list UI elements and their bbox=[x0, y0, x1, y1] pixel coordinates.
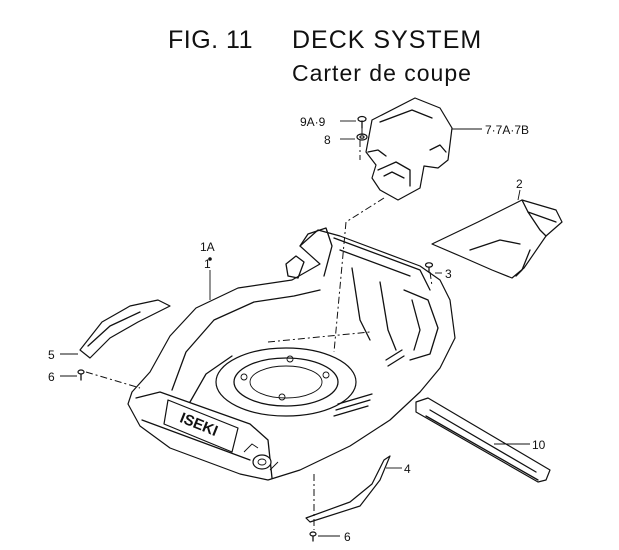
callout-8: 8 bbox=[324, 133, 331, 147]
part-1-deck-housing bbox=[127, 227, 456, 481]
callout-4: 4 bbox=[404, 462, 411, 476]
callout-5: 5 bbox=[48, 348, 55, 362]
callout-6-left: 6 bbox=[48, 370, 55, 384]
callout-2: 2 bbox=[516, 177, 523, 191]
callout-1a: 1A bbox=[200, 240, 215, 254]
part-6-screw-left bbox=[77, 369, 85, 381]
part-6-screw-bottom bbox=[309, 531, 317, 542]
callout-9a-9: 9A·9 bbox=[300, 115, 326, 129]
callout-leaders bbox=[60, 120, 530, 537]
callout-1: 1 bbox=[204, 257, 211, 271]
callout-1a-dot bbox=[208, 257, 212, 261]
callout-3: 3 bbox=[445, 267, 452, 281]
part-2-discharge-chute bbox=[431, 199, 563, 279]
part-9-screw bbox=[357, 115, 367, 129]
callout-10: 10 bbox=[532, 438, 546, 452]
callout-6-bottom: 6 bbox=[344, 530, 351, 544]
figure-subtitle: Carter de coupe bbox=[292, 60, 472, 86]
part-7-rear-cover bbox=[365, 97, 453, 201]
figure-title: DECK SYSTEM bbox=[292, 26, 483, 54]
figure-number: FIG. 11 bbox=[168, 26, 254, 54]
callout-7-7a-7b: 7·7A·7B bbox=[485, 123, 529, 137]
part-5-left-skirt bbox=[79, 299, 171, 359]
part-10-side-panel bbox=[415, 397, 551, 483]
assembly-guide-lines bbox=[85, 128, 433, 530]
part-4-front-skirt bbox=[305, 455, 391, 523]
figure-header: FIG. 11 DECK SYSTEM Carter de coupe bbox=[0, 0, 619, 95]
